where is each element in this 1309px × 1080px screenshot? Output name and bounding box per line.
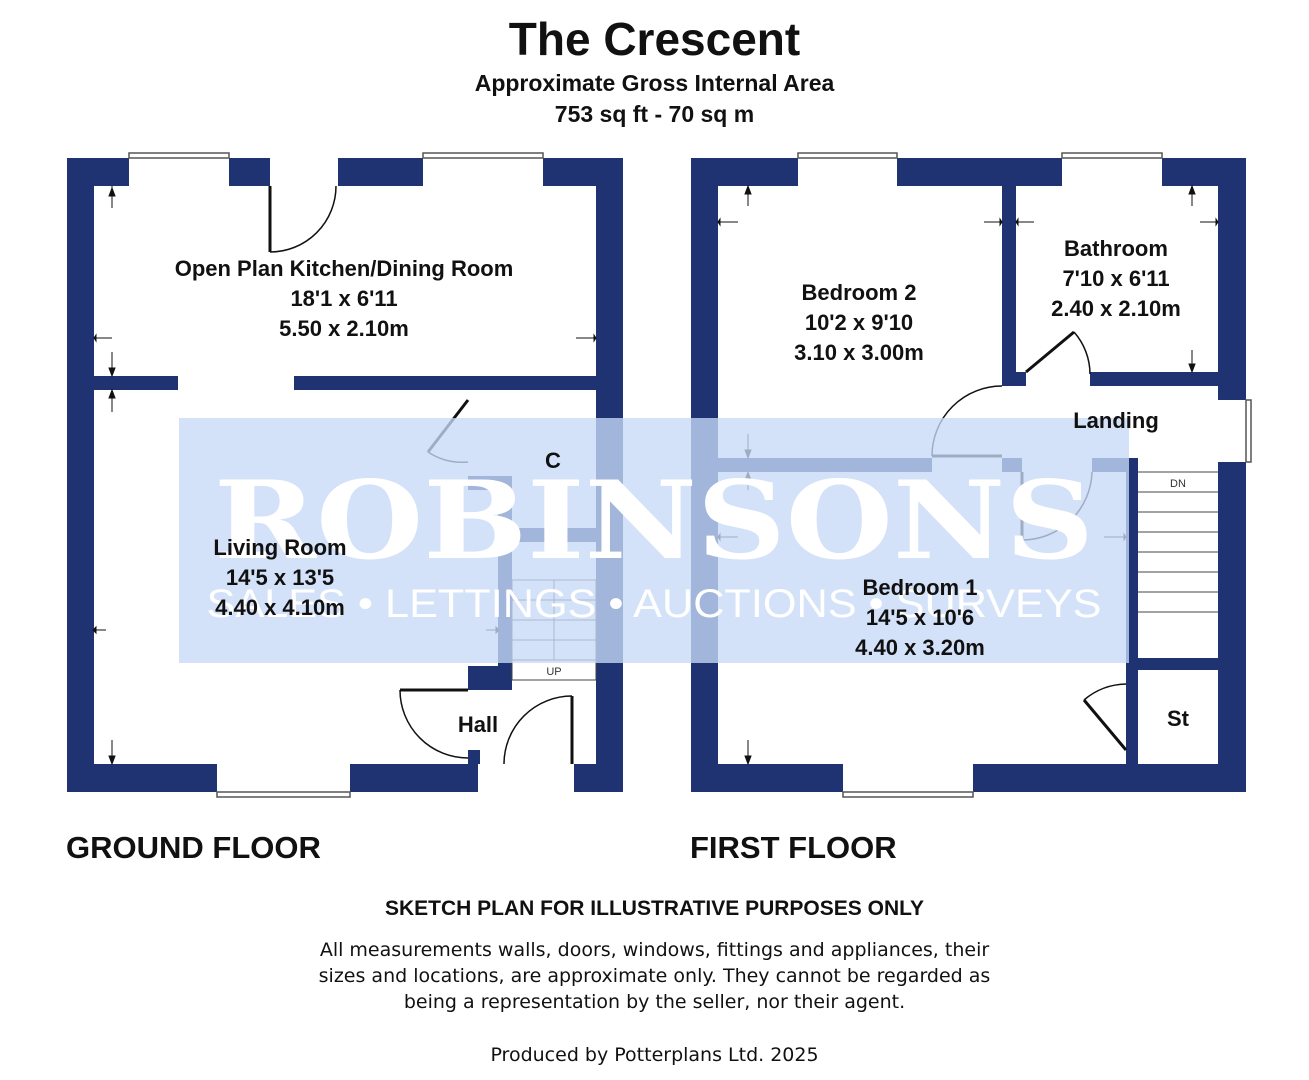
room-name-bedroom-1: Bedroom 1 [863, 575, 978, 600]
first-floor-room-labels: Bedroom 2 10'2 x 9'10 3.10 x 3.00m Bathr… [794, 236, 1190, 731]
watermark-brand: ROBINSONS [214, 458, 1094, 584]
front-door [503, 695, 574, 765]
disclaimer-line-3: being a representation by the seller, no… [403, 991, 906, 1013]
disclaimer-line-2: sizes and locations, are approximate onl… [318, 965, 991, 987]
room-name-living-room: Living Room [213, 535, 346, 560]
plan-title: The Crescent [508, 13, 801, 65]
kitchen-door [268, 185, 337, 253]
room-name-store: St [1167, 706, 1190, 731]
first-floor-plan [691, 152, 1252, 798]
gross-area: 753 sq ft - 70 sq m [554, 101, 755, 127]
first-floor-windows [797, 152, 1252, 798]
hall-door [399, 688, 469, 759]
watermark-tagline: SALES • LETTINGS • AUCTIONS • SURVEYS [207, 582, 1102, 626]
watermark-band [179, 418, 1129, 663]
room-name-bedroom-2: Bedroom 2 [802, 280, 917, 305]
room-name-kitchen: Open Plan Kitchen/Dining Room [175, 256, 514, 281]
room-size-metric-bedroom-2: 3.10 x 3.00m [794, 340, 924, 365]
disclaimer-line-1: All measurements walls, doors, windows, … [319, 939, 990, 961]
first-floor-label: FIRST FLOOR [690, 830, 897, 865]
room-name-bathroom: Bathroom [1064, 236, 1168, 261]
agent-watermark: ROBINSONS SALES • LETTINGS • AUCTIONS • … [179, 418, 1129, 663]
illustrative-notice: SKETCH PLAN FOR ILLUSTRATIVE PURPOSES ON… [384, 897, 925, 920]
room-size-metric-bathroom: 2.40 x 2.10m [1051, 296, 1181, 321]
room-size-metric-kitchen: 5.50 x 2.10m [279, 316, 409, 341]
store-door [1082, 683, 1128, 751]
producer-credit: Produced by Potterplans Ltd. 2025 [490, 1044, 819, 1066]
ground-floor-windows [128, 152, 544, 798]
ground-floor-label: GROUND FLOOR [66, 830, 321, 865]
room-name-cupboard: C [545, 448, 561, 473]
room-name-hall: Hall [458, 712, 498, 737]
room-size-metric-bedroom-1: 4.40 x 3.20m [855, 635, 985, 660]
bathroom-door [1025, 330, 1091, 375]
stairs-down-label: DN [1170, 478, 1186, 490]
room-size-imperial-bedroom-1: 14'5 x 10'6 [866, 605, 974, 630]
room-size-imperial-kitchen: 18'1 x 6'11 [290, 286, 397, 311]
plan-subtitle: Approximate Gross Internal Area [474, 70, 835, 96]
room-size-metric-living-room: 4.40 x 4.10m [215, 595, 345, 620]
stairs-up-label: UP [546, 666, 561, 678]
room-size-imperial-living-room: 14'5 x 13'5 [226, 565, 334, 590]
first-floor-stairs [1138, 471, 1218, 613]
room-name-landing: Landing [1073, 408, 1159, 433]
room-size-imperial-bedroom-2: 10'2 x 9'10 [805, 310, 913, 335]
room-size-imperial-bathroom: 7'10 x 6'11 [1062, 266, 1169, 291]
ground-floor-room-labels: Open Plan Kitchen/Dining Room 18'1 x 6'1… [175, 256, 562, 737]
